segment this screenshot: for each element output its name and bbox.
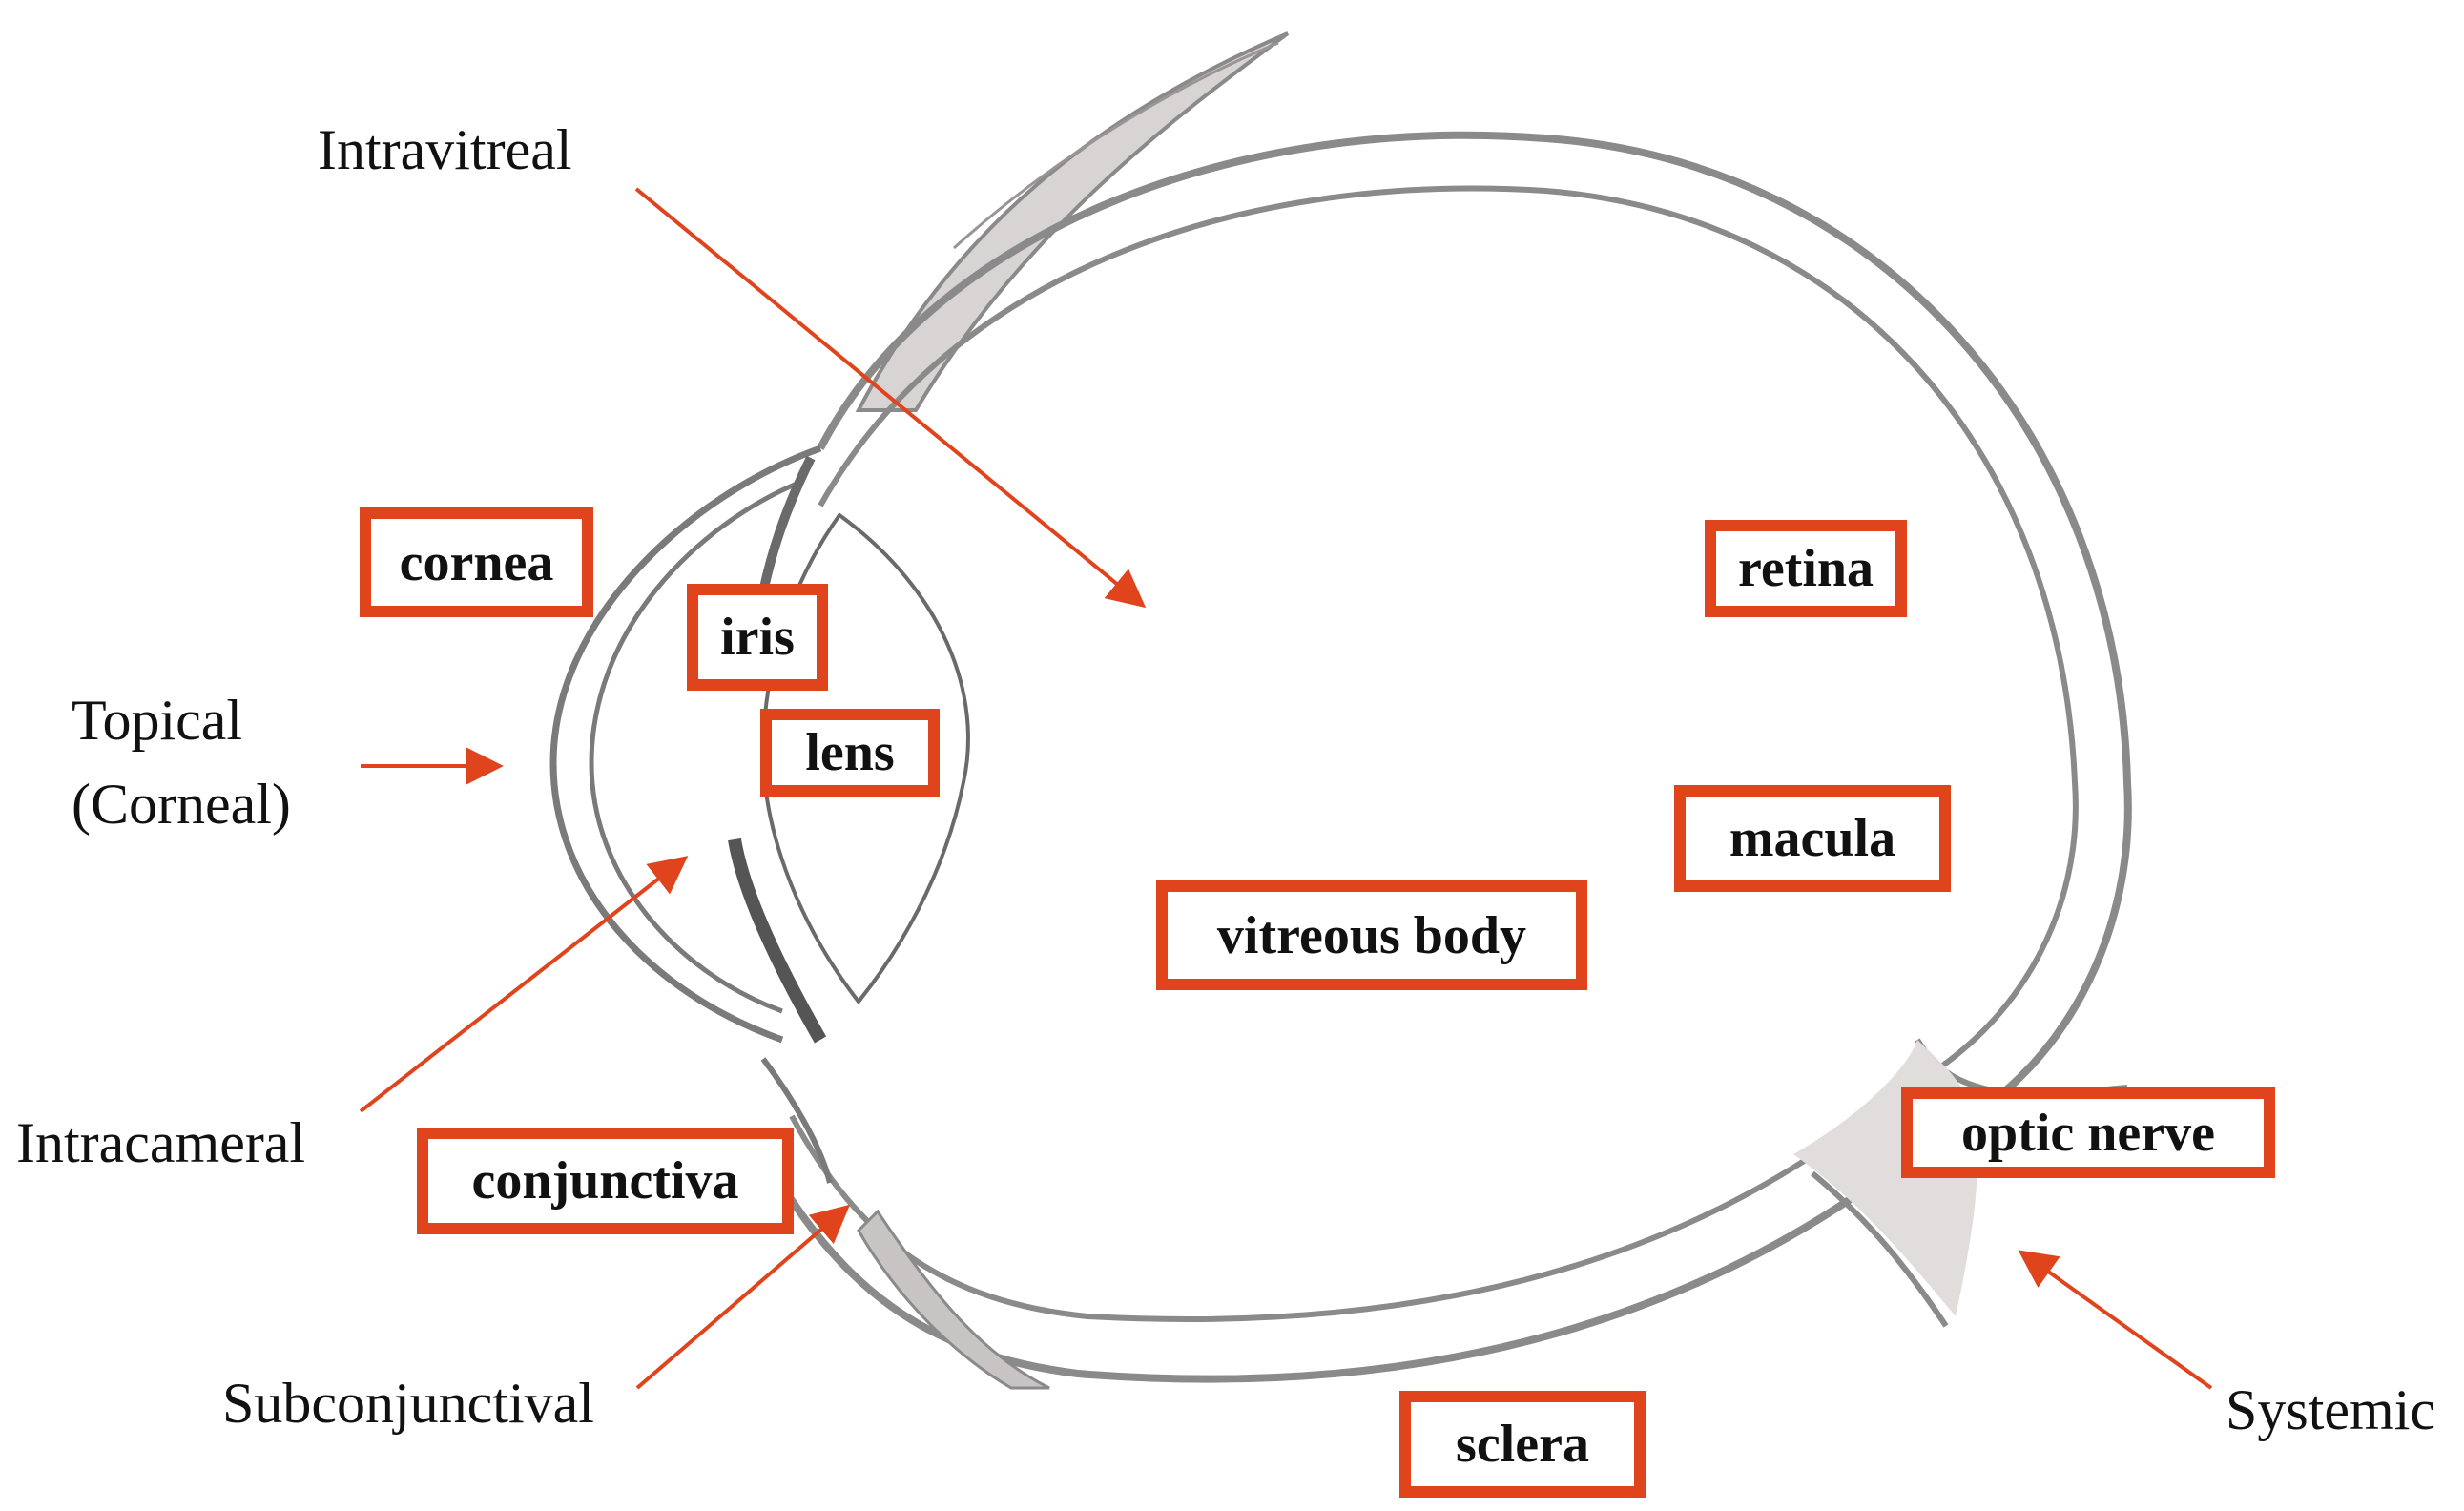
iris-label: iris [687,584,828,691]
optic-nerve-label: optic nerve [1901,1087,2275,1178]
lens-label: lens [760,709,940,797]
upper-muscle [855,31,1290,412]
route-topical-label-line1: Topical [72,689,243,752]
route-subconjunctival-label: Subconjunctival [222,1372,594,1435]
vitreous-body-label: vitreous body [1156,880,1587,990]
cornea-inner [589,479,802,1014]
cornea-outer [549,445,822,1044]
conjunctiva-fold [760,1057,833,1184]
macula-label: macula [1674,785,1951,892]
route-systemic-label: Systemic [2226,1378,2435,1441]
conjunctiva-label: conjunctiva [417,1128,794,1234]
sclera-outer [759,131,2132,1383]
arrow-intravitreal [634,187,1147,609]
arrow-systemic [2018,1250,2213,1390]
iris-bottom [728,838,827,1044]
arrow-subconjunctival [635,1204,851,1390]
route-intravitreal-label: Intravitreal [318,118,572,181]
retina-label: retina [1705,520,1907,617]
arrow-intracameral [359,856,689,1113]
retina-outline [789,185,2079,1323]
upper-muscle-stripe [952,41,1279,250]
cornea-label: cornea [360,507,593,617]
lower-muscle [857,1209,1050,1390]
route-intracameral-label: Intracameral [16,1111,306,1174]
route-topical-label-line2: (Corneal) [72,773,291,836]
sclera-label: sclera [1399,1391,1646,1498]
